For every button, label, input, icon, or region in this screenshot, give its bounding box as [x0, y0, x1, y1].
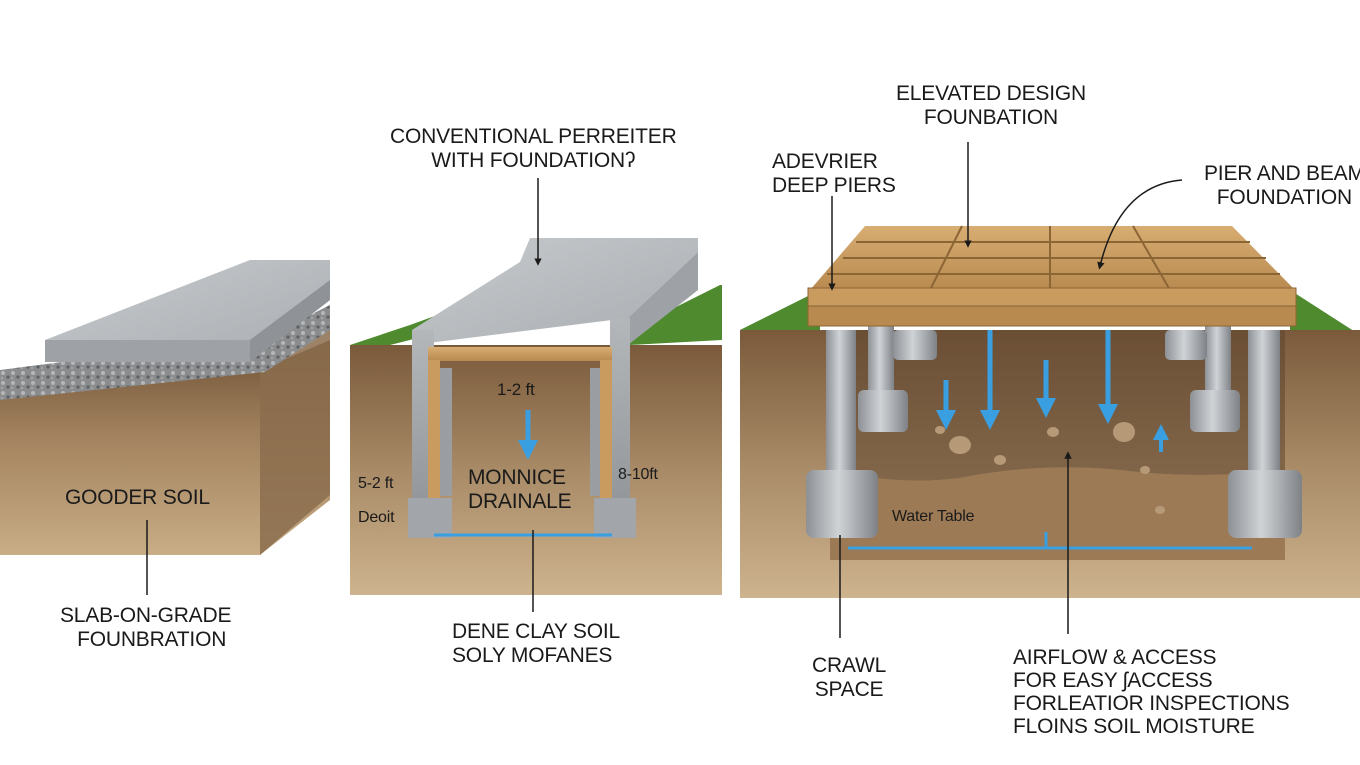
- pier-piers-line-2: DEEP PIERS: [772, 174, 896, 197]
- perimeter-center-label: MONNICE DRAINALE: [468, 466, 572, 514]
- pier-soil-mound: [830, 467, 1285, 560]
- pier-back-cap-2: [1165, 330, 1207, 360]
- pier-front-column-left: [826, 330, 856, 480]
- slab-soil-label: GOODER SOIL: [65, 486, 210, 509]
- pier-back-footing-1: [858, 390, 908, 432]
- perimeter-title-line-2: WITH FOUNDATIONʔ: [431, 149, 636, 172]
- slab-concrete-side: [250, 280, 330, 362]
- pier-airflow-line-4: FLOINS SOIL MOISTURE: [1013, 715, 1255, 738]
- perimeter-wood-post-left: [428, 360, 440, 498]
- pier-front-footing-left: [806, 470, 878, 538]
- pier-water-table-line: [848, 532, 1252, 550]
- perimeter-caption: DENE CLAY SOIL SOLY MOFANES: [452, 620, 620, 668]
- pier-title: ELEVATED DESIGN FOUNBATION: [896, 82, 1086, 130]
- perimeter-panel: [350, 178, 722, 612]
- slab-concrete-edge: [45, 340, 250, 362]
- pier-type-label: PIER AND BEAM FOUNDATION: [1204, 162, 1360, 210]
- perimeter-left-small-label: Deoit: [358, 509, 395, 526]
- pier-airflow-line-3: FORLEATIOR INSPECTIONS: [1013, 692, 1290, 715]
- perimeter-wood-beam: [428, 347, 612, 361]
- perimeter-caption-line-2: SOLY MOFANES: [452, 644, 613, 667]
- perimeter-footing-left: [408, 498, 452, 538]
- pier-back-footing-2: [1190, 390, 1240, 432]
- pier-airflow-line-1: AIRFLOW & ACCESS: [1013, 646, 1217, 669]
- perimeter-sill-right: [590, 368, 600, 496]
- pier-front-column-right: [1248, 330, 1280, 480]
- pier-type-line-1: PIER AND BEAM: [1204, 162, 1360, 185]
- pier-title-line-1: ELEVATED DESIGN: [896, 82, 1086, 105]
- pier-back-column-2: [1205, 325, 1231, 395]
- pier-type-leader: [1097, 179, 1183, 270]
- pier-piers-label: ADEVRIER DEEP PIERS: [772, 150, 896, 198]
- perimeter-footing-right: [594, 498, 636, 538]
- pier-floor-beam: [807, 287, 1297, 309]
- pier-type-line-2: FOUNDATION: [1216, 186, 1353, 209]
- pier-crawl-line-2: SPACE: [814, 678, 884, 701]
- pier-floor-joists: [827, 225, 1280, 291]
- perimeter-grass-right: [630, 285, 722, 345]
- perimeter-depth-right: 8-10ft: [618, 466, 658, 483]
- pier-panel: [740, 142, 1360, 638]
- perimeter-depth-top: 1-2 ft: [497, 380, 535, 399]
- perimeter-depth-left: 5-2 ft: [358, 475, 394, 492]
- pier-title-line-2: FOUNBATION: [923, 106, 1059, 129]
- pier-back-cap-1: [893, 330, 937, 360]
- pier-front-footing-right: [1228, 470, 1302, 538]
- slab-panel: [0, 260, 330, 595]
- pier-floor-rim: [807, 305, 1297, 327]
- perimeter-center-line-2: DRAINALE: [468, 490, 572, 513]
- slab-caption-line-2: FOUNBRATION: [77, 628, 227, 651]
- perimeter-slab-right-face: [628, 252, 698, 345]
- perimeter-wood-post-right: [600, 360, 612, 498]
- pier-water-table-label: Water Table: [892, 508, 975, 525]
- slab-soil-block: [0, 340, 330, 555]
- perimeter-wall-right: [610, 318, 630, 530]
- pier-pebbles: [935, 422, 1165, 514]
- slab-soil-side: [260, 320, 330, 555]
- slab-caption-line-1: SLAB-ON-GRADE: [60, 604, 232, 627]
- pier-airflow-label: AIRFLOW & ACCESS FOR EASY ʃACCESS FORLEA…: [1013, 646, 1290, 738]
- perimeter-title: CONVENTIONAL PERREITER WITH FOUNDATIONʔ: [390, 125, 677, 173]
- pier-crawl-space: [830, 330, 1285, 481]
- perimeter-title-line-1: CONVENTIONAL PERREITER: [390, 125, 677, 148]
- pier-crawl-label: CRAWL SPACE: [812, 654, 886, 702]
- perimeter-center-line-1: MONNICE: [468, 466, 566, 489]
- pier-piers-line-1: ADEVRIER: [772, 150, 878, 173]
- pier-back-column-1: [868, 325, 894, 395]
- perimeter-slab-top: [412, 238, 698, 345]
- pier-crawl-line-1: CRAWL: [812, 654, 887, 677]
- perimeter-sill-left: [440, 368, 452, 496]
- pier-airflow-line-2: FOR EASY ʃACCESS: [1013, 669, 1213, 692]
- perimeter-caption-line-1: DENE CLAY SOIL: [452, 620, 620, 643]
- slab-caption: SLAB-ON-GRADE FOUNBRATION: [60, 604, 231, 652]
